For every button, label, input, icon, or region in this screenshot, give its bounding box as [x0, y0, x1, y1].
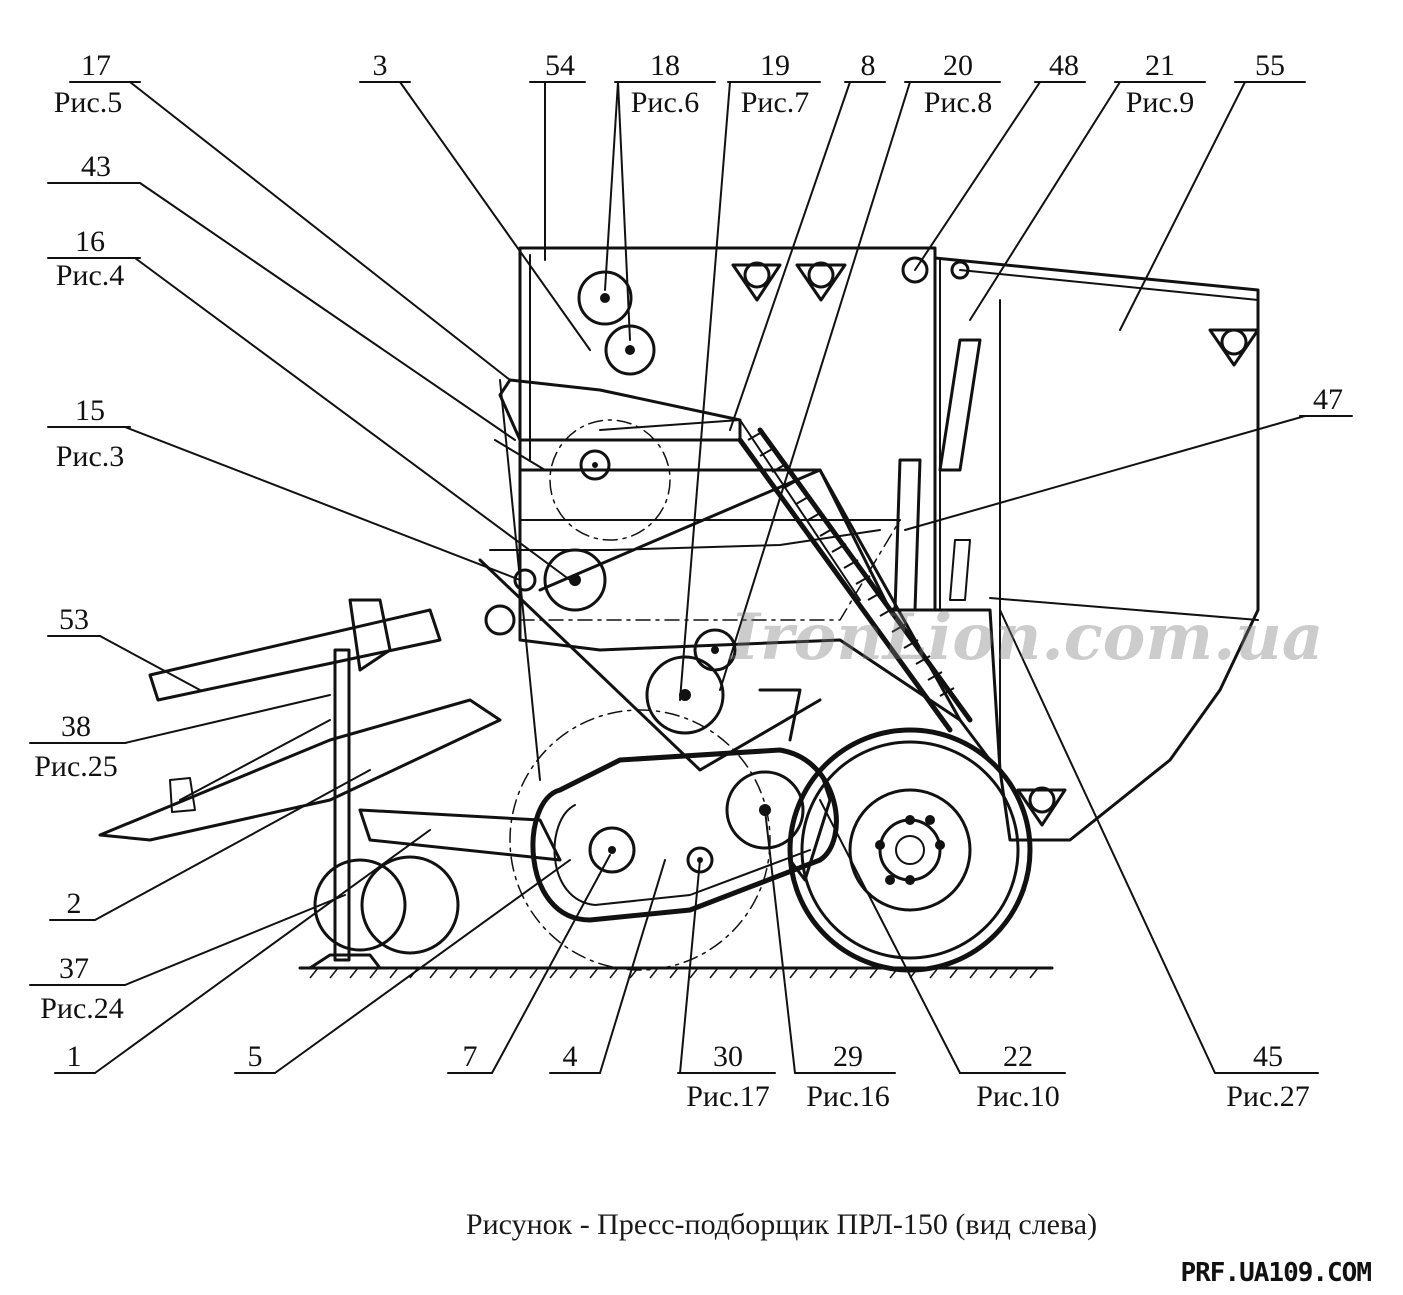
callout-55-number: 55 — [1255, 49, 1285, 82]
bearing-housing-group — [731, 256, 1260, 827]
callout-30: 30 Рис.17 — [677, 859, 776, 1113]
callout-38: 38 Рис.25 — [29, 694, 331, 783]
callout-30-ref: Рис.17 — [686, 1080, 770, 1113]
callout-19-ref: Рис.7 — [741, 86, 810, 119]
callout-48-number: 48 — [1049, 49, 1079, 82]
callout-18-ref: Рис.6 — [631, 86, 700, 119]
figure-caption: Рисунок - Пресс-подборщик ПРЛ-150 (вид с… — [465, 1208, 1098, 1241]
callout-38-number: 38 — [61, 710, 91, 743]
callout-38-ref: Рис.25 — [34, 750, 118, 783]
callout-29-ref: Рис.16 — [806, 1080, 890, 1113]
callout-53-number: 53 — [59, 603, 89, 636]
callout-20-ref: Рис.8 — [924, 86, 993, 119]
callout-18-number: 18 — [650, 49, 680, 82]
callout-29: 29 Рис.16 — [764, 809, 896, 1113]
callout-4-number: 4 — [563, 1040, 578, 1073]
callout-22-ref: Рис.10 — [976, 1080, 1060, 1113]
callout-54: 54 — [529, 49, 586, 261]
callout-37-ref: Рис.24 — [40, 992, 124, 1025]
callout-5: 5 — [234, 859, 571, 1074]
callout-15-number: 15 — [75, 394, 105, 427]
callout-16-ref: Рис.4 — [56, 259, 125, 292]
callout-2: 2 — [49, 769, 371, 921]
callout-17-number: 17 — [81, 49, 111, 82]
callout-19: 19 Рис.7 — [679, 49, 821, 701]
callout-37-number: 37 — [59, 952, 89, 985]
callout-21: 21 Рис.9 — [969, 49, 1206, 321]
callout-3: 3 — [359, 49, 591, 351]
callout-17: 17 Рис.5 — [54, 49, 511, 381]
callout-22-number: 22 — [1003, 1040, 1033, 1073]
callout-48: 48 — [914, 49, 1086, 271]
callout-21-ref: Рис.9 — [1126, 86, 1195, 119]
callout-16: 16 Рис.4 — [47, 225, 571, 581]
callout-1: 1 — [54, 829, 431, 1074]
callout-18: 18 Рис.6 — [604, 49, 716, 341]
callout-29-number: 29 — [833, 1040, 863, 1073]
callout-45: 45 Рис.27 — [999, 609, 1319, 1113]
callout-8: 8 — [729, 49, 886, 431]
callout-5-number: 5 — [248, 1040, 263, 1073]
callout-2-number: 2 — [67, 887, 82, 920]
callout-3-number: 3 — [373, 49, 388, 82]
callout-7: 7 — [447, 854, 611, 1074]
callout-17-ref: Рис.5 — [54, 86, 123, 119]
callout-30-number: 30 — [713, 1040, 743, 1073]
callout-16-number: 16 — [75, 225, 105, 258]
callout-43-number: 43 — [81, 150, 111, 183]
callout-47: 47 — [904, 383, 1353, 531]
callout-8-number: 8 — [861, 49, 876, 82]
callout-20-number: 20 — [943, 49, 973, 82]
sprocket-group — [484, 270, 805, 874]
callout-45-number: 45 — [1253, 1040, 1283, 1073]
callout-15-ref: Рис.3 — [56, 440, 125, 473]
callout-22: 22 Рис.10 — [819, 799, 1066, 1113]
callout-21-number: 21 — [1145, 49, 1175, 82]
callout-7-number: 7 — [463, 1040, 478, 1073]
callout-55: 55 — [1119, 49, 1306, 331]
callout-1-number: 1 — [67, 1040, 82, 1073]
callout-45-ref: Рис.27 — [1226, 1080, 1310, 1113]
callout-15: 15 Рис.3 — [47, 394, 521, 581]
watermark: IronLion.com.ua — [730, 600, 1324, 675]
callout-19-number: 19 — [760, 49, 790, 82]
callout-53: 53 — [47, 603, 201, 691]
callout-54-number: 54 — [545, 49, 575, 82]
site-mark: PRF.UA109.COM — [1180, 1258, 1372, 1288]
callout-4: 4 — [549, 859, 666, 1074]
callout-47-number: 47 — [1313, 383, 1343, 416]
callout-43: 43 — [47, 150, 516, 441]
callout-37: 37 Рис.24 — [29, 894, 346, 1025]
callout-20: 20 Рис.8 — [719, 49, 1001, 691]
